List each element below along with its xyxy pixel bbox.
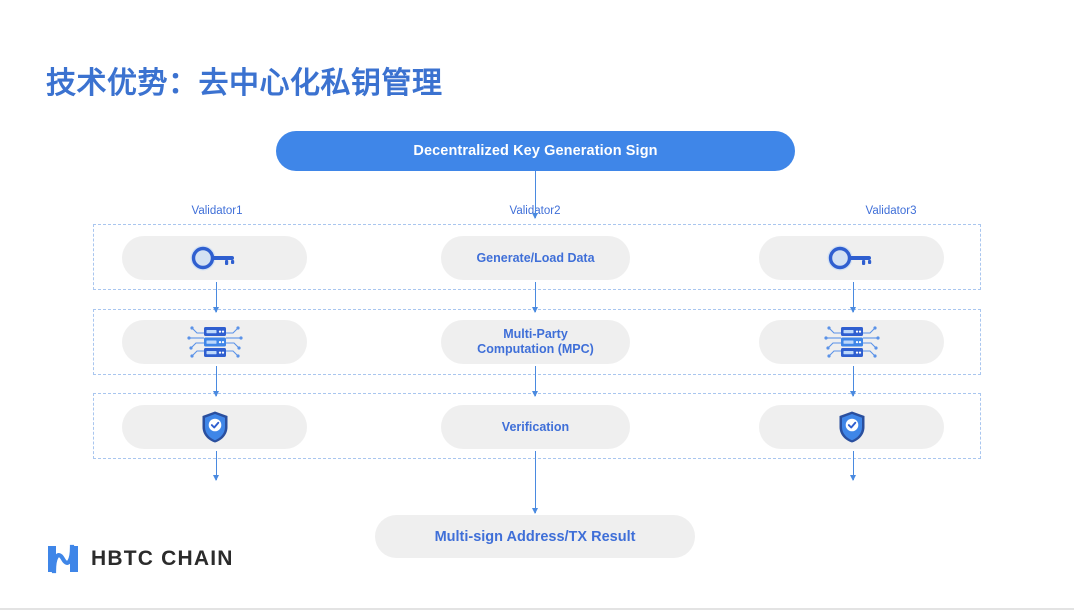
- column-header-validator3: Validator3: [865, 205, 917, 217]
- arrow-validator1-row3-out: [213, 451, 219, 481]
- key-icon: [190, 245, 240, 271]
- hbtc-chain-logo: HBTC CHAIN: [46, 544, 234, 574]
- verification-label: Verification: [501, 419, 570, 434]
- page-title: 技术优势：去中心化私钥管理: [46, 67, 443, 100]
- generate-load-data-cell: Generate/Load Data: [441, 236, 630, 280]
- hbtc-chain-logo-text: HBTC CHAIN: [91, 547, 234, 570]
- bottom-divider: [0, 608, 1074, 610]
- arrow-validator2-row2-to-row3: [532, 366, 538, 397]
- shield-check-icon: [200, 410, 230, 444]
- multi-party-computation-label: Multi-Party Computation (MPC): [477, 327, 594, 356]
- multi-party-computation-cell: Multi-Party Computation (MPC): [441, 320, 630, 364]
- generate-load-data-label: Generate/Load Data: [476, 250, 595, 265]
- arrow-validator3-row1-to-row2: [850, 282, 856, 313]
- column-header-validator1: Validator1: [191, 205, 243, 217]
- decentralized-key-generation-banner: Decentralized Key Generation Sign: [276, 131, 795, 171]
- validator1-server-cell: [122, 320, 307, 364]
- shield-check-icon: [837, 410, 867, 444]
- validator3-server-cell: [759, 320, 944, 364]
- key-icon: [827, 245, 877, 271]
- arrow-validator3-row3-out: [850, 451, 856, 481]
- validator1-key-cell: [122, 236, 307, 280]
- arrow-validator2-row3-to-result: [532, 451, 538, 514]
- row-band-generate-load-data: [93, 224, 981, 290]
- validator1-verification-cell: [122, 405, 307, 449]
- server-network-icon: [821, 323, 883, 361]
- validator3-key-cell: [759, 236, 944, 280]
- multi-sign-result-cell: Multi-sign Address/TX Result: [375, 515, 695, 558]
- arrow-validator2-row1-to-row2: [532, 282, 538, 313]
- hbtc-logo-mark-icon: [46, 544, 80, 574]
- verification-cell: Verification: [441, 405, 630, 449]
- banner-label: Decentralized Key Generation Sign: [413, 143, 658, 159]
- validator3-verification-cell: [759, 405, 944, 449]
- server-network-icon: [184, 323, 246, 361]
- arrow-banner-to-row1: [532, 171, 538, 219]
- multi-sign-result-label: Multi-sign Address/TX Result: [434, 528, 636, 545]
- arrow-validator1-row2-to-row3: [213, 366, 219, 397]
- arrow-validator3-row2-to-row3: [850, 366, 856, 397]
- arrow-validator1-row1-to-row2: [213, 282, 219, 313]
